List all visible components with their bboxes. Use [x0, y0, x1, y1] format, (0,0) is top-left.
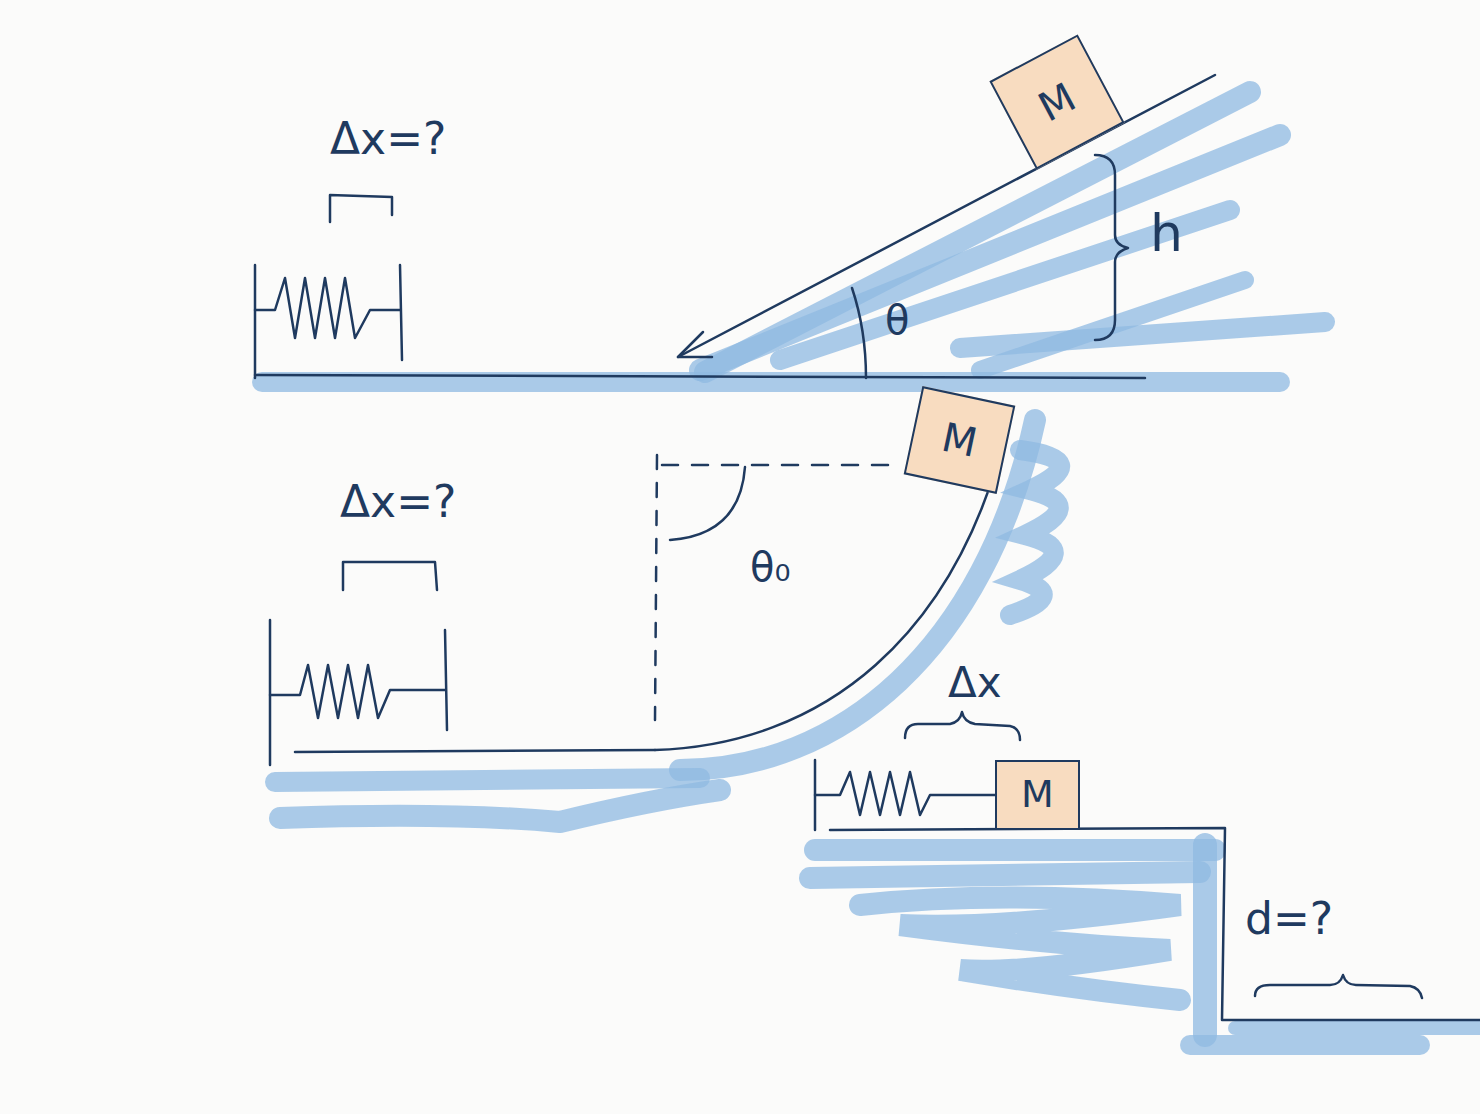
compression-bracket: [330, 195, 392, 222]
shading-strokes: [262, 92, 1480, 1045]
cliff-line: [830, 828, 1480, 1020]
sketch-label: Δx=?: [340, 478, 456, 526]
angle-arc: [852, 288, 866, 378]
wall-line: [269, 620, 272, 765]
mass-block: M: [989, 34, 1124, 169]
mass-block: M: [995, 760, 1080, 830]
sketch-label: h: [1150, 205, 1183, 262]
ground-line: [255, 375, 1145, 378]
sketch-label: Δx=?: [330, 115, 446, 163]
mass-label: M: [938, 415, 981, 465]
incline-line: [678, 75, 1215, 357]
ground-line: [295, 750, 655, 752]
mass-block: M: [904, 386, 1016, 494]
sketch-label: θ: [885, 298, 909, 342]
dashed-horizontal: [662, 464, 900, 467]
wall-line: [254, 265, 257, 378]
distance-brace: [1255, 975, 1422, 998]
dashed-vertical: [655, 455, 657, 720]
mass-label: M: [1031, 74, 1082, 129]
mass-label: M: [1021, 774, 1054, 816]
spring-symbol: [815, 772, 995, 815]
height-brace: [1095, 155, 1128, 340]
spring-symbol: [270, 665, 445, 718]
sketch-label: Δx: [948, 660, 1002, 706]
angle-arc: [670, 467, 745, 540]
compression-bracket: [343, 562, 437, 590]
arrow-head: [678, 332, 712, 357]
spring-plate: [445, 630, 447, 730]
spring-plate: [400, 265, 402, 360]
compression-brace: [905, 712, 1020, 740]
sketch-label: d=?: [1245, 895, 1333, 943]
spring-symbol: [255, 278, 400, 338]
sketch-label: θ₀: [750, 545, 791, 589]
ink-lines: [255, 75, 1480, 1020]
